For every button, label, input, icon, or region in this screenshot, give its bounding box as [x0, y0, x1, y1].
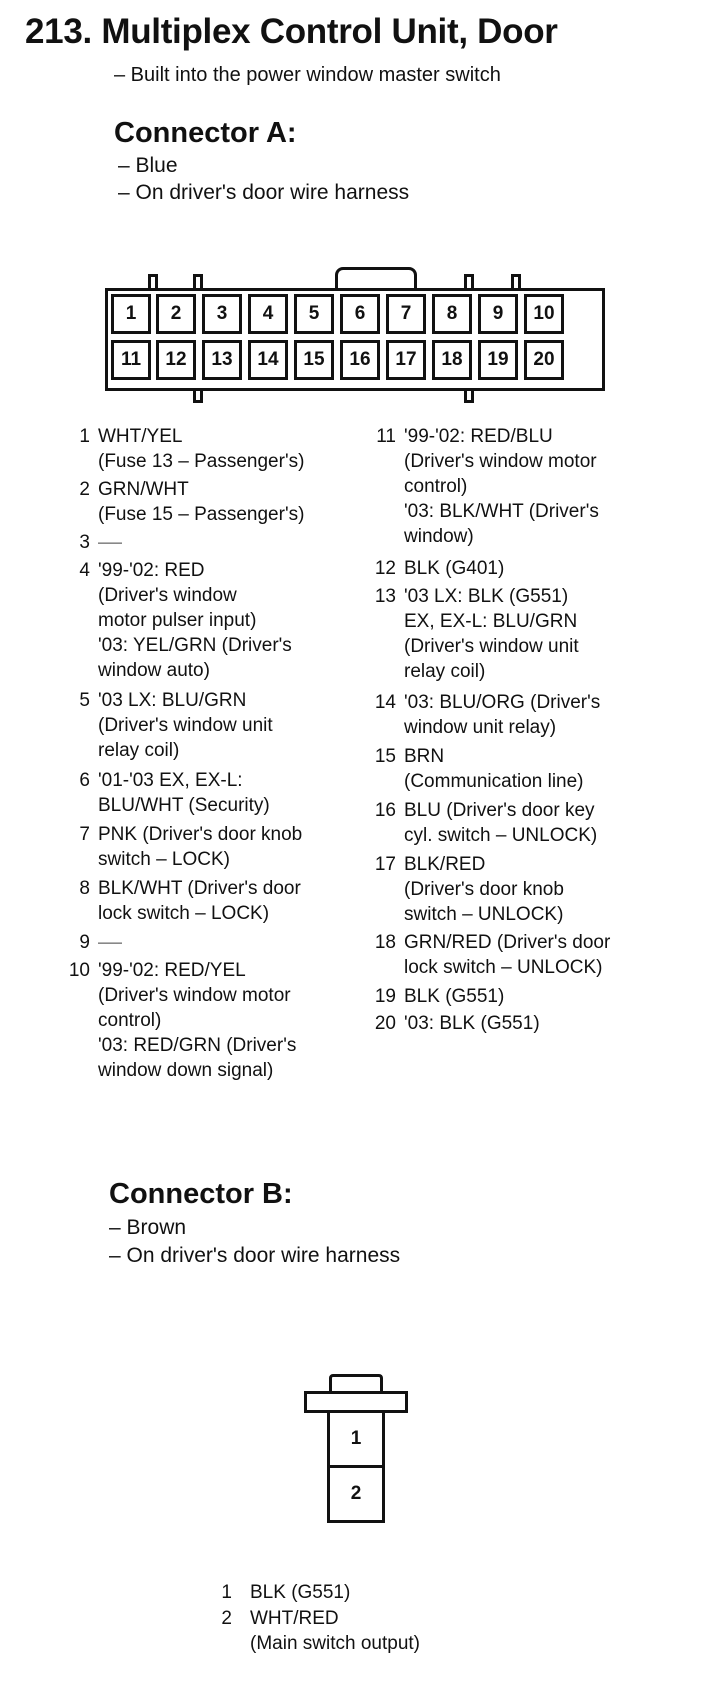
pin-entry: 7 PNK (Driver's door knob switch – LOCK) — [79, 824, 303, 870]
connector-a-pin: 1 — [111, 294, 151, 334]
connector-a-pin: 3 — [202, 294, 242, 334]
connector-b-heading: Connector B: — [109, 1178, 293, 1210]
page-subtitle: – Built into the power window master swi… — [114, 64, 501, 86]
connector-a-key-tab — [193, 274, 203, 289]
pin-entry: 4 '99-'02: RED (Driver's window motor pu… — [79, 560, 292, 681]
pin-entry: 13 '03 LX: BLK (G551) EX, EX-L: BLU/GRN … — [374, 586, 579, 682]
connector-a-pin: 15 — [294, 340, 334, 380]
connector-b-diagram: 1 2 — [304, 1374, 408, 1524]
connector-a-diagram: 1 2 3 4 5 6 7 8 9 10 11 12 13 14 15 16 1… — [105, 267, 605, 403]
connector-b-color-note: – Brown — [109, 1216, 187, 1239]
connector-a-pin: 9 — [478, 294, 518, 334]
connector-a-pin: 2 — [156, 294, 196, 334]
connector-a-pin: 11 — [111, 340, 151, 380]
connector-a-pin: 12 — [156, 340, 196, 380]
pin-entry: 19 BLK (G551) — [374, 986, 505, 1007]
connector-a-key-tab — [464, 388, 474, 403]
page-title: 213. Multiplex Control Unit, Door — [25, 12, 558, 51]
connector-a-pin: 17 — [386, 340, 426, 380]
connector-a-pin: 20 — [524, 340, 564, 380]
pin-entry: 20 '03: BLK (G551) — [374, 1013, 540, 1034]
pin-entry: 6 '01-'03 EX, EX-L: BLU/WHT (Security) — [79, 770, 270, 816]
pin-entry: 18 GRN/RED (Driver's door lock switch – … — [374, 932, 611, 978]
connector-a-key-tab — [511, 274, 521, 289]
pin-entry: 8 BLK/WHT (Driver's door lock switch – L… — [79, 878, 301, 924]
pin-entry: 1 WHT/YEL (Fuse 13 – Passenger's) — [79, 426, 305, 472]
connector-b-location-note: – On driver's door wire harness — [109, 1244, 401, 1267]
connector-a-pin: 16 — [340, 340, 380, 380]
connector-a-pin: 4 — [248, 294, 288, 334]
pin-entry: 16 BLU (Driver's door key cyl. switch – … — [374, 800, 598, 846]
pin-entry: 12 BLK (G401) — [374, 558, 505, 579]
pin-entry: 11 '99-'02: RED/BLU (Driver's window mot… — [376, 426, 599, 547]
connector-a-pin: 13 — [202, 340, 242, 380]
connector-a-pin: 19 — [478, 340, 518, 380]
pin-entry: 9 —— — [79, 932, 122, 953]
connector-b-latch — [329, 1374, 383, 1394]
connector-a-pin: 10 — [524, 294, 564, 334]
connector-a-location-note: – On driver's door wire harness — [118, 181, 410, 204]
pin-entry: 17 BLK/RED (Driver's door knob switch – … — [374, 854, 564, 925]
connector-a-pin: 6 — [340, 294, 380, 334]
pin-entry: 2 GRN/WHT (Fuse 15 – Passenger's) — [79, 479, 305, 525]
connector-b-pin: 2 — [327, 1465, 385, 1523]
connector-a-pin: 8 — [432, 294, 472, 334]
pin-entry: 10 '99-'02: RED/YEL (Driver's window mot… — [68, 960, 297, 1081]
connector-a-key-tab — [193, 388, 203, 403]
connector-a-heading: Connector A: — [114, 117, 297, 149]
connector-a-pin: 5 — [294, 294, 334, 334]
connector-a-key-tab — [464, 274, 474, 289]
connector-b-pin: 1 — [327, 1410, 385, 1468]
pin-entry: 5 '03 LX: BLU/GRN (Driver's window unit … — [79, 690, 273, 761]
pin-entry: 15 BRN (Communication line) — [374, 746, 584, 792]
connector-a-pin: 18 — [432, 340, 472, 380]
connector-a-key-tab — [148, 274, 158, 289]
connector-a-color-note: – Blue — [118, 154, 178, 177]
connector-a-latch — [335, 267, 417, 291]
connector-a-pin: 14 — [248, 340, 288, 380]
connector-a-pin: 7 — [386, 294, 426, 334]
pin-entry: 14 '03: BLU/ORG (Driver's window unit re… — [374, 692, 601, 738]
pin-entry: 2 WHT/RED (Main switch output) — [221, 1608, 421, 1654]
pin-entry: 1 BLK (G551) — [221, 1582, 351, 1603]
pin-entry: 3 —— — [79, 532, 122, 553]
connector-a-housing — [105, 288, 605, 391]
